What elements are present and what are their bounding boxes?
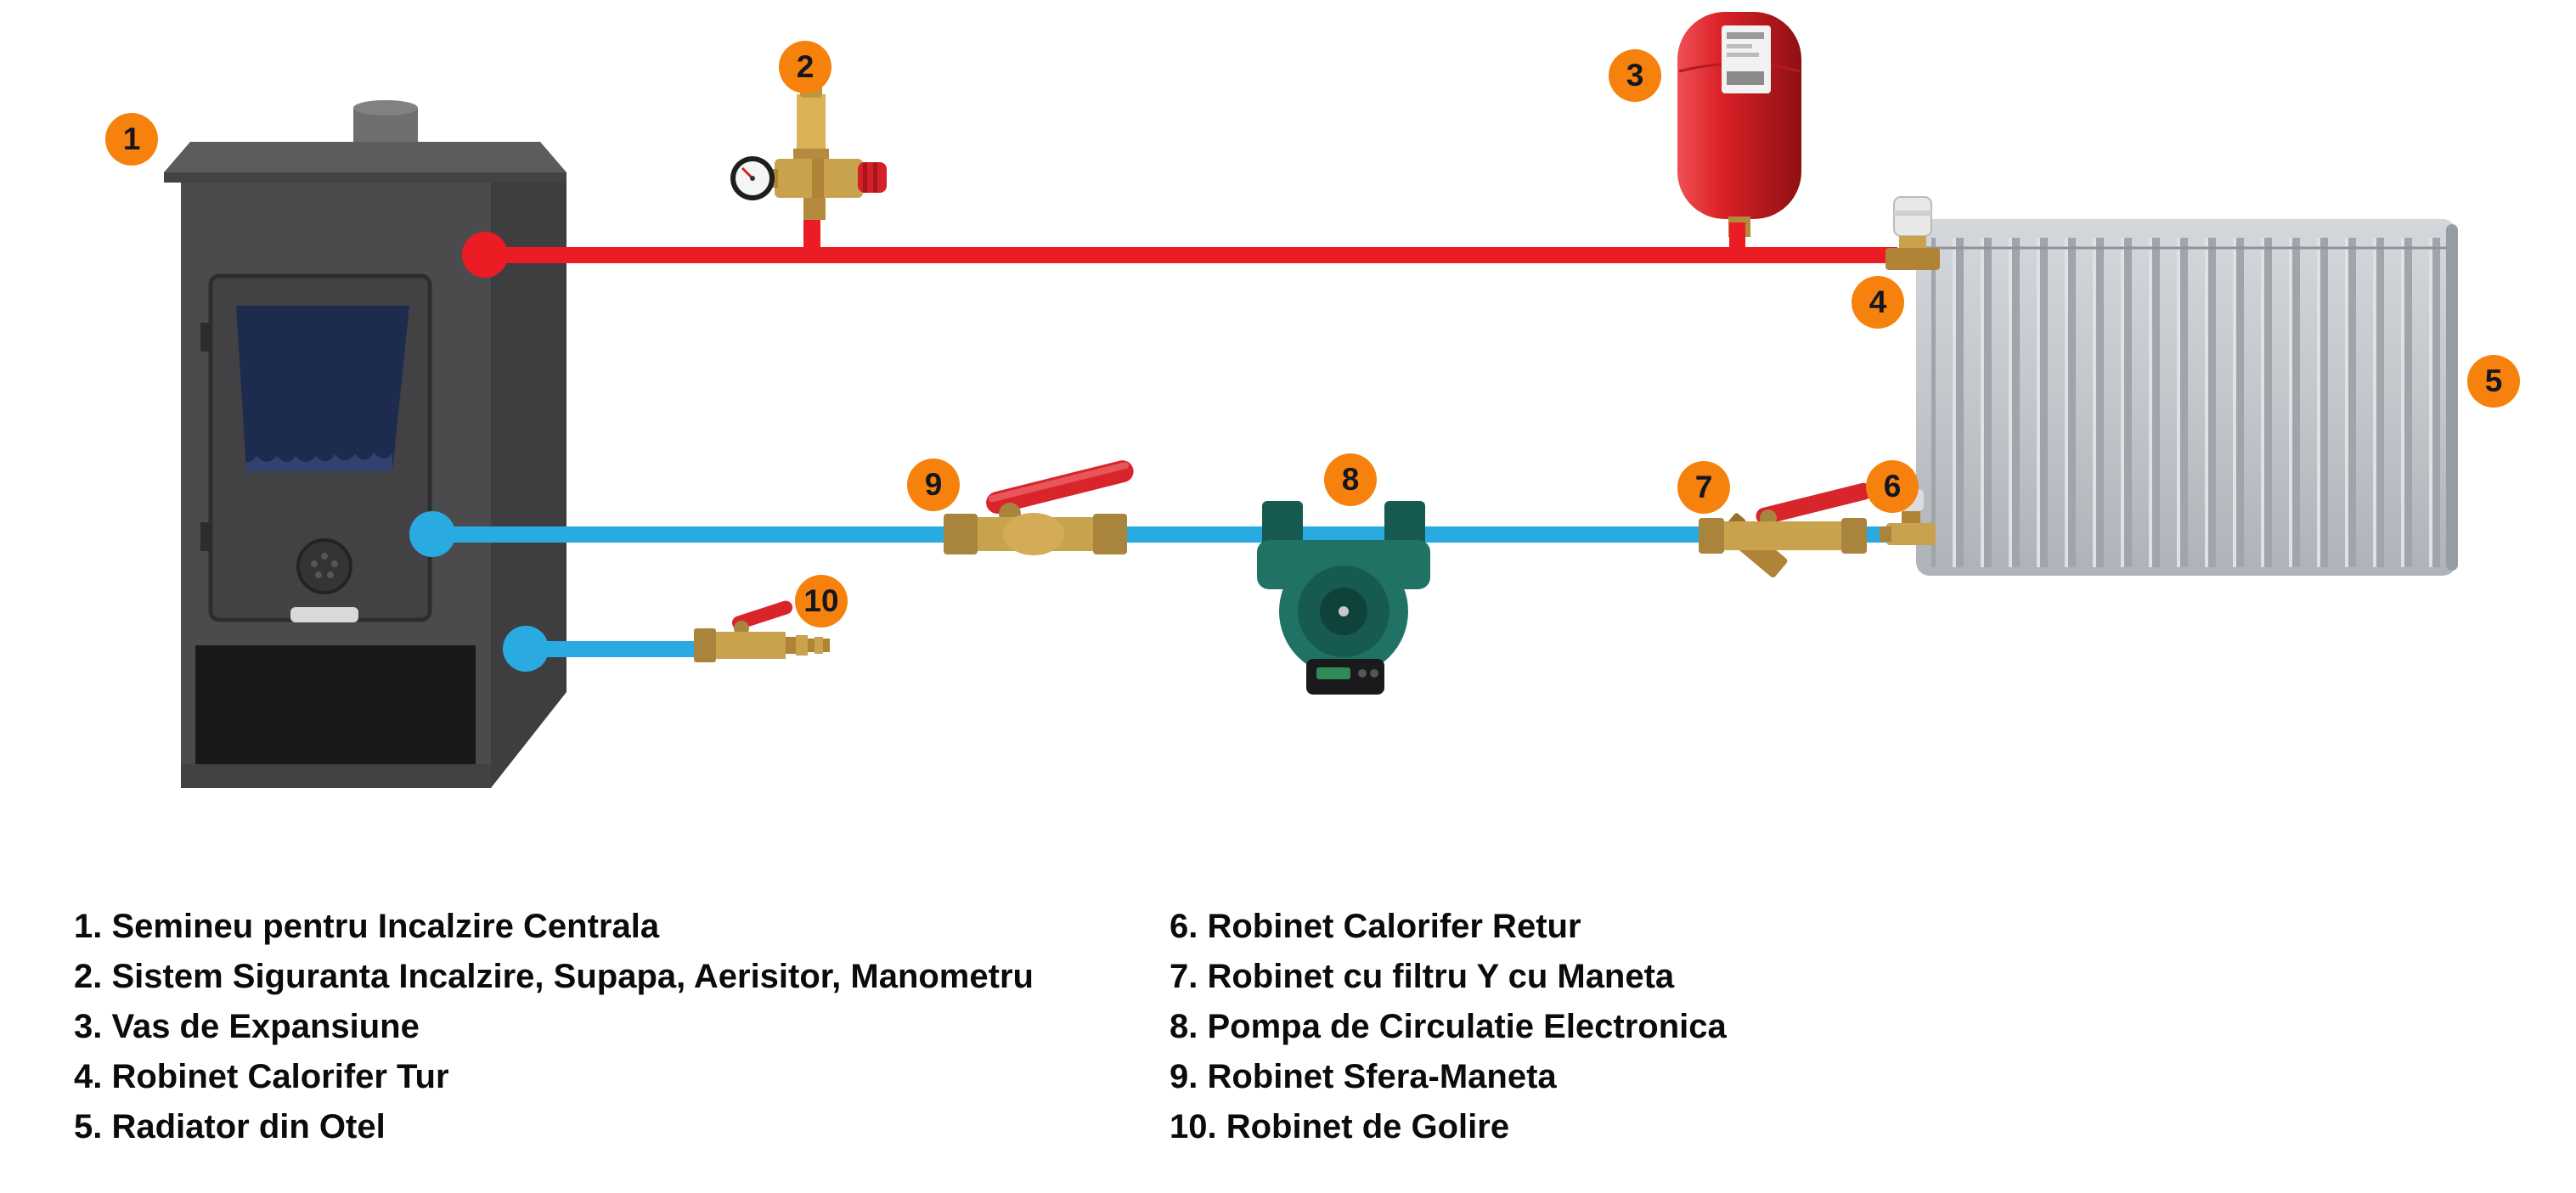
stove-return-port <box>409 511 455 557</box>
legend-item-1: 1. Semineu pentru Incalzire Centrala <box>74 908 660 945</box>
legend-item-7: 7. Robinet cu filtru Y cu Maneta <box>1170 958 1675 995</box>
radiator <box>1911 212 2463 590</box>
hot-supply-pipe <box>485 247 1897 263</box>
badge-8: 8 <box>1324 453 1377 506</box>
stove-logo-plate <box>290 607 358 622</box>
legend-left-column: 1. Semineu pentru Incalzire Centrala 2. … <box>74 909 1034 1159</box>
badge-9: 9 <box>907 459 960 511</box>
legend-item-10: 10. Robinet de Golire <box>1170 1108 1510 1145</box>
badge-1: 1 <box>105 113 158 166</box>
safety-group <box>730 81 892 255</box>
stove-supply-port <box>462 232 508 278</box>
legend-item-2: 2. Sistem Siguranta Incalzire, Supapa, A… <box>74 958 1034 995</box>
safety-valve-cap <box>858 162 887 193</box>
legend-item-8: 8. Pompa de Circulatie Electronica <box>1170 1008 1727 1045</box>
drain-valve-handle <box>731 600 793 630</box>
circulation-pump <box>1233 492 1454 701</box>
badge-5: 5 <box>2467 355 2520 408</box>
badge-4: 4 <box>1852 276 1904 329</box>
legend-item-9: 9. Robinet Sfera-Maneta <box>1170 1058 1557 1095</box>
legend-right-column: 6. Robinet Calorifer Retur 7. Robinet cu… <box>1170 909 1727 1159</box>
expansion-vessel <box>1669 0 1809 250</box>
legend-item-4: 4. Robinet Calorifer Tur <box>74 1058 449 1095</box>
y-filter-handle <box>1756 482 1872 525</box>
ball-valve <box>939 447 1151 571</box>
safety-group-stub-pipe <box>803 214 820 255</box>
y-filter-valve <box>1699 469 1894 609</box>
drain-valve <box>692 594 837 692</box>
legend-item-3: 3. Vas de Expansiune <box>74 1008 420 1045</box>
stove-drain-port <box>503 626 549 672</box>
air-vent <box>797 94 826 154</box>
badge-7: 7 <box>1677 461 1730 514</box>
stove-air-dial <box>296 538 352 594</box>
expansion-vessel-stub-pipe <box>1729 222 1745 255</box>
badge-6: 6 <box>1866 460 1919 513</box>
valve-thermo-cap <box>1893 196 1932 237</box>
stove-wood-niche <box>195 645 476 764</box>
stove-glass <box>236 306 409 471</box>
legend-item-6: 6. Robinet Calorifer Retur <box>1170 908 1581 945</box>
badge-10: 10 <box>795 575 848 627</box>
radiator-valve-supply <box>1869 195 1953 301</box>
drain-pipe <box>526 641 710 657</box>
legend-item-5: 5. Radiator din Otel <box>74 1108 386 1145</box>
badge-2: 2 <box>779 41 831 93</box>
return-pipe <box>432 526 1906 543</box>
badge-3: 3 <box>1609 49 1661 102</box>
stove <box>161 98 578 807</box>
